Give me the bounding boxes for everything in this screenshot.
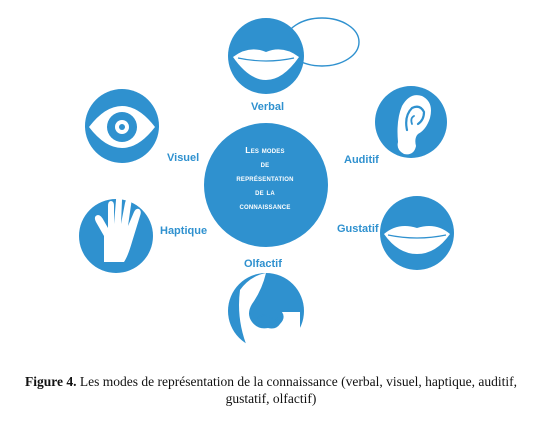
center-title-line-1: Les modes bbox=[245, 145, 285, 155]
caption-label: Figure 4. bbox=[25, 374, 77, 389]
label-gustatif: Gustatif bbox=[337, 223, 379, 235]
hand-icon bbox=[79, 195, 153, 273]
center-title-line-5: connaissance bbox=[239, 201, 291, 211]
caption-line-1: Figure 4. Les modes de représentation de… bbox=[0, 373, 542, 390]
ear-icon bbox=[375, 86, 447, 158]
figure-caption: Figure 4. Les modes de représentation de… bbox=[0, 373, 542, 407]
center-title-line-4: de la bbox=[255, 187, 275, 197]
nose-icon bbox=[228, 273, 304, 349]
center-title-line-2: de bbox=[260, 159, 270, 169]
caption-line-2: gustatif, olfactif) bbox=[225, 391, 317, 406]
label-visuel: Visuel bbox=[167, 152, 200, 164]
eye-icon bbox=[85, 89, 159, 163]
lips-icon bbox=[380, 196, 454, 270]
label-auditif: Auditif bbox=[344, 154, 379, 166]
caption-text-1: Les modes de représentation de la connai… bbox=[76, 374, 517, 389]
label-haptique: Haptique bbox=[160, 225, 208, 237]
label-olfactif: Olfactif bbox=[244, 258, 282, 270]
center-title: Les modes de représentation de la connai… bbox=[208, 143, 322, 213]
mouth-speech-bubble-icon bbox=[228, 17, 360, 94]
center-title-line-3: représentation bbox=[236, 173, 294, 183]
center-circle bbox=[204, 123, 328, 247]
label-verbal: Verbal bbox=[251, 101, 285, 113]
